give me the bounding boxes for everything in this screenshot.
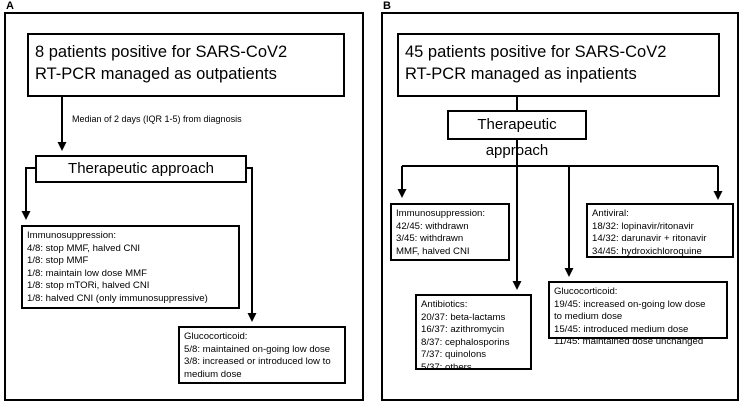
panel-b-antiviral-item: 14/32: darunavir + ritonavir xyxy=(592,233,707,245)
panel-a-approach-label: Therapeutic approach xyxy=(68,160,214,177)
arrow-a-to-gluco xyxy=(246,167,257,322)
panel-a-title-line1: 8 patients positive for SARS-CoV2 xyxy=(35,43,288,61)
panel-b-immuno-box: Immunosuppression: 42/45: withdrawn 3/45… xyxy=(390,203,510,261)
panel-b-gluco-item: to medium dose xyxy=(554,311,623,323)
arrow-a-to-immuno xyxy=(21,167,36,220)
panel-a-immuno-box: Immunosuppression: 4/8: stop MMF, halved… xyxy=(21,225,240,309)
panel-b-antibiotics-box: Antibiotics: 20/37: beta-lactams 16/37: … xyxy=(415,294,532,373)
panel-a-frame xyxy=(4,12,364,401)
panel-a-gluco-item: 5/8: maintained on-going low dose xyxy=(184,343,331,355)
panel-b-immuno-heading: Immunosuppression: xyxy=(396,208,486,219)
panel-a-gluco-box: Glucocorticoid: 5/8: maintained on-going… xyxy=(178,326,346,384)
panel-b-antibiotics-item: 5/37: others xyxy=(421,361,472,373)
panel-b-frame xyxy=(381,12,739,401)
panel-b-gluco-box: Glucocorticoid: 19/45: increased on-goin… xyxy=(548,281,728,347)
panel-b-immuno-item: MMF, halved CNI xyxy=(396,245,470,257)
panel-b-approach-label: Therapeutic approach xyxy=(477,116,557,159)
panel-b-letter: B xyxy=(383,0,391,12)
panel-b-antibiotics-item: 20/37: beta-lactams xyxy=(421,311,506,323)
panel-b-antibiotics-heading: Antibiotics: xyxy=(421,299,468,310)
panel-b-immuno-item: 3/45: withdrawn xyxy=(396,233,464,245)
panel-b-title-box: 45 patients positive for SARS-CoV2 RT-PC… xyxy=(397,33,720,97)
panel-a-title-line2: RT-PCR managed as outpatients xyxy=(35,65,277,83)
panel-a-immuno-item: 1/8: maintain low dose MMF xyxy=(27,267,147,279)
panel-a-gluco-heading: Glucocorticoid: xyxy=(184,331,248,342)
panel-a-gluco-item: medium dose xyxy=(184,368,242,380)
panel-a-approach-box: Therapeutic approach xyxy=(35,155,247,183)
panel-b-antiviral-item: 34/45: hydroxichloroquine xyxy=(592,245,702,257)
panel-a-arrow-note: Median of 2 days (IQR 1-5) from diagnosi… xyxy=(72,114,242,124)
panel-b-title-line1: 45 patients positive for SARS-CoV2 xyxy=(405,43,667,61)
panel-a-title-box: 8 patients positive for SARS-CoV2 RT-PCR… xyxy=(27,33,345,97)
panel-b-antiviral-box: Antiviral: 18/32: lopinavir/ritonavir 14… xyxy=(586,203,734,258)
panel-a-immuno-heading: Immunosuppression: xyxy=(27,230,117,241)
panel-b-antibiotics-item: 7/37: quinolons xyxy=(421,349,487,361)
panel-a-immuno-item: 1/8: stop mTORi, halved CNI xyxy=(27,280,150,292)
panel-b-approach-box: Therapeutic approach xyxy=(447,110,587,159)
panel-a-gluco-item: 3/8: increased or introduced low to xyxy=(184,356,331,368)
panel-b-immuno-item: 42/45: withdrawn xyxy=(396,220,469,232)
panel-b-gluco-item: 19/45: increased on-going low dose xyxy=(554,298,706,310)
panel-a-immuno-item: 4/8: stop MMF, halved CNI xyxy=(27,242,141,254)
panel-b-gluco-item: 15/45: introduced medium dose xyxy=(554,323,689,335)
panel-b-antiviral-heading: Antiviral: xyxy=(592,208,629,219)
panel-b-antiviral-item: 18/32: lopinavir/ritonavir xyxy=(592,220,694,232)
panel-b-antibiotics-item: 8/37: cephalosporins xyxy=(421,336,510,348)
panel-b-antibiotics-item: 16/37: azithromycin xyxy=(421,324,505,336)
panel-a-letter: A xyxy=(6,0,14,12)
panel-b-gluco-heading: Glucocorticoid: xyxy=(554,286,618,297)
panel-a-immuno-item: 1/8: halved CNI (only immunosuppressive) xyxy=(27,292,208,304)
panel-b-gluco-item: 11/45: maintained dose unchanged xyxy=(554,336,704,348)
panel-a-immuno-item: 1/8: stop MMF xyxy=(27,255,89,267)
panel-b-title-line2: RT-PCR managed as inpatients xyxy=(405,65,637,83)
